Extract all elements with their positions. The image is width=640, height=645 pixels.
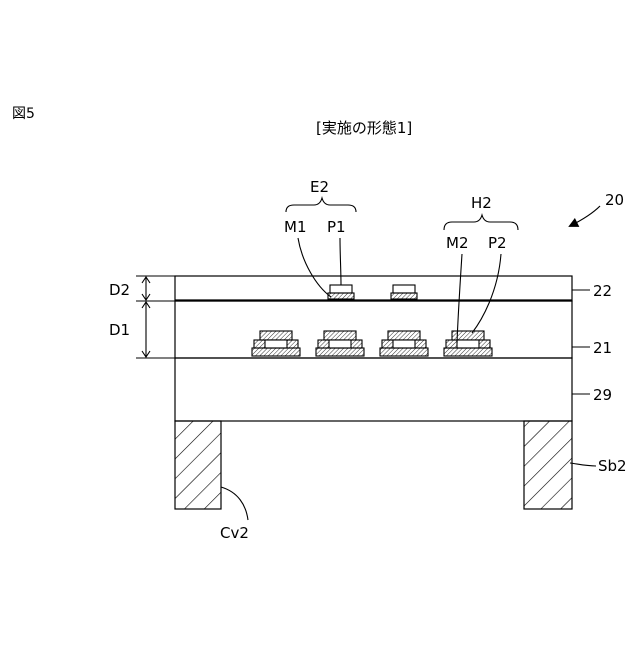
layer-29 <box>175 358 572 421</box>
heater-core <box>329 340 351 348</box>
device-ref-arrow <box>570 206 600 226</box>
layer-22 <box>175 276 572 301</box>
heater-core <box>457 340 479 348</box>
layer-labels: 22 21 29 <box>572 282 612 404</box>
d1-label: D1 <box>109 321 130 339</box>
p1-leader <box>340 238 341 285</box>
figure-title: [実施の形態1] <box>316 119 412 137</box>
e2-label: E2 <box>310 178 329 196</box>
heater-cap <box>388 331 420 340</box>
p2-label: P2 <box>488 234 507 252</box>
heater-base <box>316 348 364 356</box>
layer-21 <box>175 301 572 358</box>
heater-core <box>393 340 415 348</box>
support-sb2 <box>524 421 572 509</box>
h2-label: H2 <box>471 194 492 212</box>
h2-brace <box>444 215 518 230</box>
d2-label: D2 <box>109 281 130 299</box>
heater-base <box>444 348 492 356</box>
h2-annotation: H2 M2 P2 <box>444 194 518 343</box>
heater-element-2 <box>316 331 364 356</box>
heater-cap <box>324 331 356 340</box>
element-p1-top <box>330 285 352 293</box>
element-base-2 <box>391 293 417 299</box>
heater-element-1 <box>252 331 300 356</box>
layer-21-label: 21 <box>593 339 612 357</box>
layer-stack <box>175 276 572 421</box>
support-cv2 <box>175 421 221 509</box>
e2-brace <box>286 198 356 212</box>
layer-29-label: 29 <box>593 386 612 404</box>
heater-base <box>380 348 428 356</box>
cv2-leader <box>221 487 248 520</box>
heater-cap <box>260 331 292 340</box>
element-e2-1 <box>328 285 354 299</box>
m1-label: M1 <box>284 218 307 236</box>
element-top-2 <box>393 285 415 293</box>
heater-element-4 <box>444 331 492 356</box>
m1-leader <box>298 238 331 297</box>
cv2-label: Cv2 <box>220 524 249 542</box>
dimension-markers: D2 D1 <box>109 276 175 358</box>
layer-22-label: 22 <box>593 282 612 300</box>
sb2-leader <box>570 463 596 466</box>
element-m1-base <box>328 293 354 299</box>
element-e2-2 <box>391 285 417 299</box>
heater-base <box>252 348 300 356</box>
sb2-label: Sb2 <box>598 457 627 475</box>
m2-leader <box>457 254 462 343</box>
p2-leader <box>472 254 501 333</box>
e2-annotation: E2 M1 P1 <box>284 178 356 297</box>
p1-label: P1 <box>327 218 346 236</box>
heater-element-3 <box>380 331 428 356</box>
heater-core <box>265 340 287 348</box>
m2-label: M2 <box>446 234 469 252</box>
figure-label: 図5 <box>12 106 35 122</box>
device-ref-label: 20 <box>605 191 624 209</box>
